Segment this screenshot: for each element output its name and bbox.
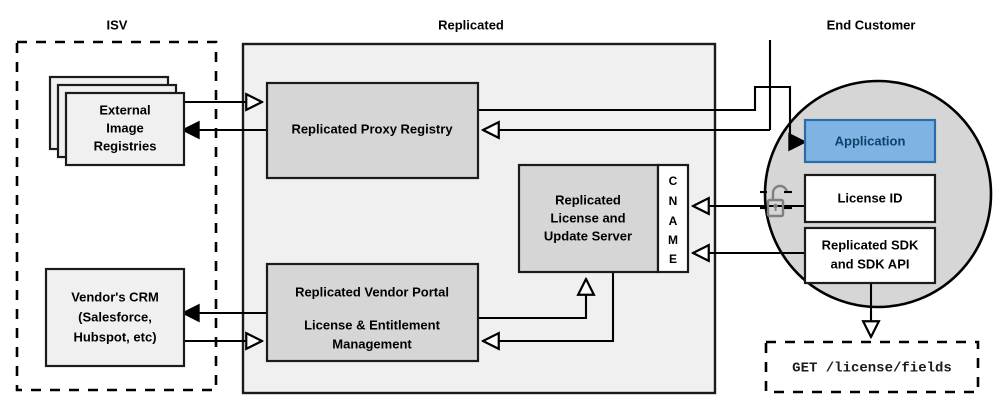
proxy-registry-box <box>265 81 480 180</box>
node-api-call: GET /license/fields <box>764 340 980 394</box>
crm-label-line2: (Salesforce, <box>78 309 152 324</box>
vendor-portal-label-line2: License & Entitlement <box>304 317 440 332</box>
edge-license-server-to-vendor-portal <box>483 272 615 341</box>
api-call-dashed-box <box>764 340 980 394</box>
edge-proxy-to-application-path <box>478 85 792 142</box>
proxy-registry-label: Replicated Proxy Registry <box>291 121 453 136</box>
license-id-label: License ID <box>837 190 902 205</box>
cname-letter-n: N <box>669 194 678 208</box>
zone-title-replicated: Replicated <box>438 17 504 32</box>
zone-title-end-customer: End Customer <box>827 17 916 32</box>
registries-label-line2: Image <box>106 120 144 135</box>
node-external-image-registries: External Image Registries <box>48 75 186 167</box>
vendor-portal-label-line1: Replicated Vendor Portal <box>295 284 449 299</box>
node-replicated-license-update-server: Replicated License and Update Server <box>517 163 660 274</box>
edge-vendor-portal-to-license-server <box>478 279 586 320</box>
registries-stack-front <box>64 91 186 167</box>
crm-label-line1: Vendor's CRM <box>71 289 159 304</box>
license-id-box <box>803 173 937 224</box>
crm-box <box>44 267 186 368</box>
vendor-portal-box <box>265 262 480 363</box>
vendor-portal-label-line3: Management <box>332 336 412 351</box>
license-server-label-line2: License and <box>550 210 625 225</box>
node-replicated-sdk: Replicated SDK and SDK API <box>803 226 937 285</box>
api-call-label: GET /license/fields <box>792 361 952 377</box>
padlock-body <box>766 198 785 218</box>
crm-label-line3: Hubspot, etc) <box>73 329 156 344</box>
replicated-sdk-box <box>803 226 937 285</box>
unlocked-padlock-icon <box>760 184 792 218</box>
node-replicated-proxy-registry: Replicated Proxy Registry <box>265 81 480 180</box>
padlock-keyhole-stem <box>774 206 777 211</box>
license-server-box <box>517 163 660 274</box>
cname-letter-e: E <box>669 252 677 266</box>
node-vendors-crm: Vendor's CRM (Salesforce, Hubspot, etc) <box>44 267 186 368</box>
padlock-shackle <box>771 184 789 200</box>
application-box <box>803 118 937 164</box>
zone-isv-boundary <box>15 40 218 392</box>
registries-label-line1: External <box>99 102 150 117</box>
license-server-label-line1: Replicated <box>555 192 621 207</box>
node-cname-strip: C N A M E <box>656 163 690 274</box>
replicated-sdk-label-line1: Replicated SDK <box>822 237 919 252</box>
cname-letter-a: A <box>669 214 678 228</box>
replicated-sdk-label-line2: and SDK API <box>831 256 910 271</box>
node-application: Application <box>803 118 937 164</box>
cname-strip-box <box>656 163 690 274</box>
application-label: Application <box>835 133 906 148</box>
license-server-label-line3: Update Server <box>544 228 632 243</box>
node-replicated-vendor-portal: Replicated Vendor Portal License & Entit… <box>265 262 480 363</box>
node-license-id: License ID <box>803 173 937 224</box>
registries-label-line3: Registries <box>94 138 157 153</box>
cname-letter-c: C <box>669 174 678 188</box>
zone-title-isv: ISV <box>107 17 128 32</box>
cname-letter-m: M <box>668 233 678 247</box>
